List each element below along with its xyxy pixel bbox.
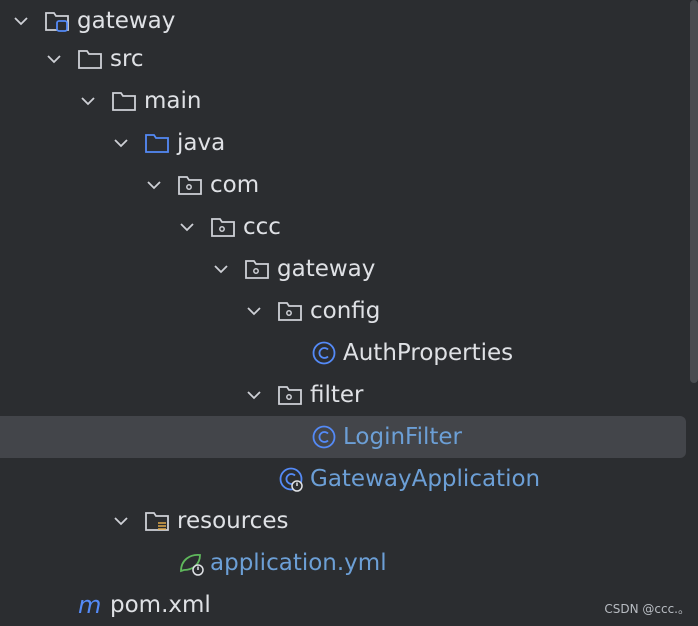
watermark: CSDN @ccc.。 — [604, 602, 690, 616]
tree-node-label: resources — [177, 508, 289, 534]
tree-node-gateway-module[interactable]: gateway — [0, 0, 686, 42]
chevron-down-icon[interactable] — [145, 176, 163, 194]
chevron-down-icon[interactable] — [178, 218, 196, 236]
tree-node-label: com — [210, 172, 260, 198]
java-class-icon — [312, 341, 336, 365]
tree-node-label: src — [110, 46, 144, 72]
package-icon — [245, 260, 269, 279]
svg-text:m: m — [78, 592, 101, 618]
tree-node-gateway-package[interactable]: gateway — [0, 248, 686, 290]
tree-node-label: AuthProperties — [343, 340, 514, 366]
package-icon — [278, 386, 302, 405]
tree-node-pom-xml[interactable]: m pom.xml — [0, 584, 686, 626]
tree-node-gatewayapplication[interactable]: GatewayApplication — [0, 458, 686, 500]
tree-node-config[interactable]: config — [0, 290, 686, 332]
tree-node-ccc[interactable]: ccc — [0, 206, 686, 248]
vertical-scrollbar[interactable] — [690, 0, 698, 383]
tree-node-com[interactable]: com — [0, 164, 686, 206]
tree-node-filter[interactable]: filter — [0, 374, 686, 416]
chevron-down-icon[interactable] — [245, 386, 263, 404]
java-class-icon — [312, 425, 336, 449]
module-folder-icon — [45, 12, 69, 32]
chevron-down-icon[interactable] — [45, 50, 63, 68]
chevron-down-icon[interactable] — [245, 302, 263, 320]
spring-boot-class-icon — [279, 467, 303, 492]
tree-node-application-yml[interactable]: application.yml — [0, 542, 686, 584]
folder-icon — [78, 50, 102, 69]
chevron-down-icon[interactable] — [12, 12, 30, 30]
chevron-down-icon[interactable] — [112, 512, 130, 530]
package-icon — [211, 218, 235, 237]
tree-node-label: gateway — [77, 8, 176, 34]
tree-node-src[interactable]: src — [0, 38, 686, 80]
tree-node-main[interactable]: main — [0, 80, 686, 122]
package-icon — [278, 302, 302, 321]
chevron-down-icon[interactable] — [79, 92, 97, 110]
resources-folder-icon — [145, 512, 169, 531]
tree-node-label: pom.xml — [110, 592, 211, 618]
package-icon — [178, 176, 202, 195]
folder-icon — [112, 92, 136, 111]
spring-config-icon — [180, 554, 204, 576]
tree-node-label: java — [177, 130, 226, 156]
tree-node-label: main — [144, 88, 202, 114]
tree-node-label: config — [310, 298, 381, 324]
source-folder-icon — [145, 134, 169, 153]
tree-node-label: filter — [310, 382, 364, 408]
tree-node-label: ccc — [243, 214, 281, 240]
chevron-down-icon[interactable] — [112, 134, 130, 152]
tree-node-label: LoginFilter — [343, 424, 463, 450]
tree-node-loginfilter[interactable]: LoginFilter — [0, 416, 686, 458]
tree-node-authproperties[interactable]: AuthProperties — [0, 332, 686, 374]
tree-node-label: GatewayApplication — [310, 466, 541, 492]
tree-node-label: gateway — [277, 256, 376, 282]
tree-node-resources[interactable]: resources — [0, 500, 686, 542]
maven-icon: m — [78, 592, 101, 618]
tree-node-java[interactable]: java — [0, 122, 686, 164]
tree-node-label: application.yml — [210, 550, 387, 576]
chevron-down-icon[interactable] — [212, 260, 230, 278]
